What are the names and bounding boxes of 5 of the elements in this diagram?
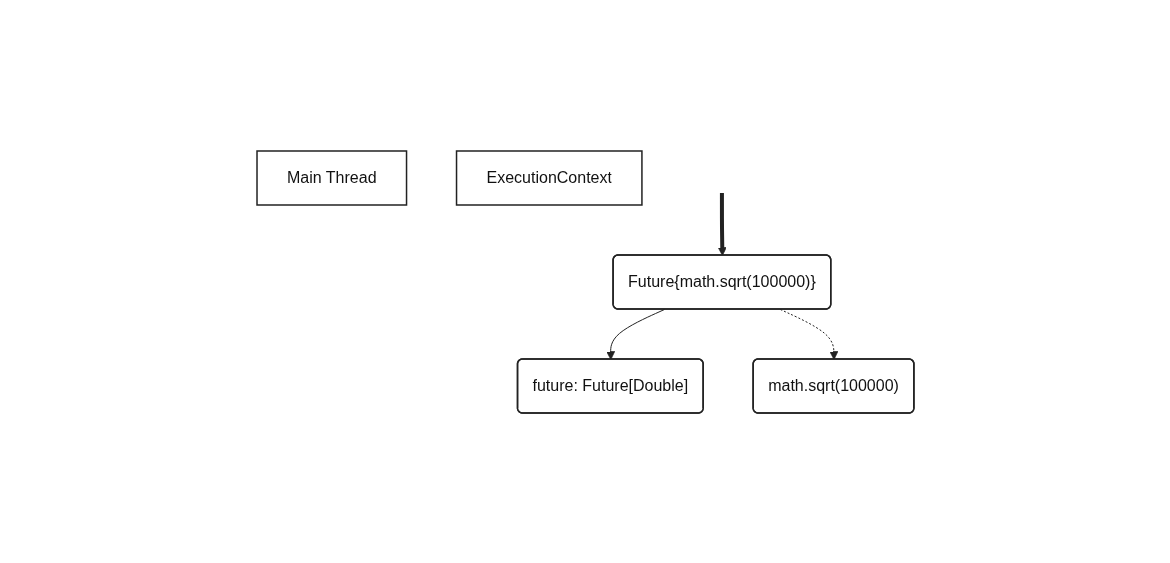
arrow — [605, 308, 665, 360]
arrow — [717, 192, 727, 256]
node-box: ExecutionContext — [455, 149, 643, 206]
arrow — [779, 308, 838, 360]
node-box: Main Thread — [255, 149, 407, 206]
